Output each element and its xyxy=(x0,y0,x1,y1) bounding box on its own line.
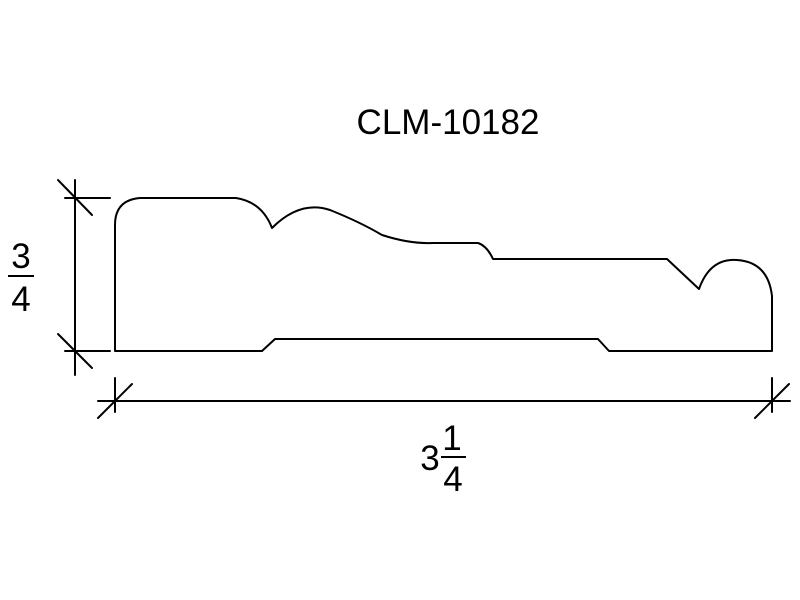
width-fraction-numerator: 1 xyxy=(442,419,461,458)
molding-profile-outline xyxy=(114,197,773,352)
width-dimension: 3 1 4 xyxy=(97,377,791,499)
height-dimension: 3 4 xyxy=(8,179,111,376)
height-tick-bottom xyxy=(57,333,93,369)
width-fraction-denominator: 4 xyxy=(443,460,462,499)
part-number-title: CLM-10182 xyxy=(357,103,540,142)
height-tick-top xyxy=(57,179,93,216)
width-tick-right xyxy=(754,383,790,419)
height-fraction-numerator: 3 xyxy=(11,237,30,276)
width-tick-left xyxy=(97,383,133,419)
height-fraction-denominator: 4 xyxy=(11,280,30,319)
width-whole-number: 3 xyxy=(420,439,439,478)
